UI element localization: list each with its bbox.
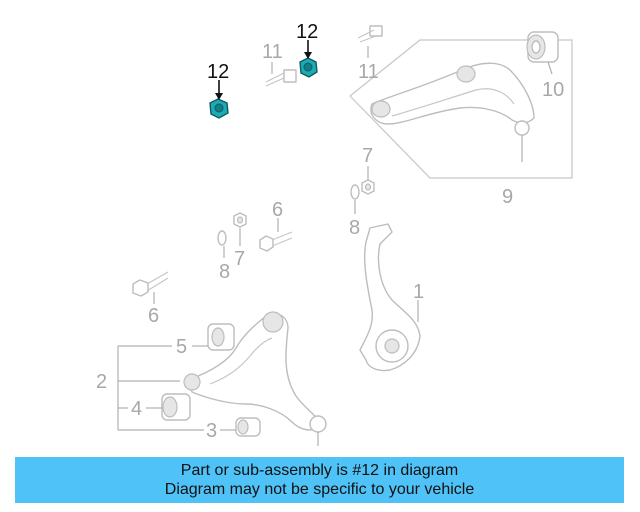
lower-control-arm-group: [183, 311, 327, 446]
callout-3: 3: [206, 420, 217, 442]
lower-control-arm: [187, 312, 321, 431]
banner-line-part-info: Part or sub-assembly is #12 in diagram: [180, 462, 459, 479]
washer-8-lower: [217, 230, 227, 258]
callout-10: 10: [542, 79, 564, 101]
info-banner: Part or sub-assembly is #12 in diagram D…: [15, 457, 624, 503]
callout-12-lower: 12: [207, 61, 229, 83]
bolt-6-lower: [132, 271, 169, 304]
callout-12-upper: 12: [296, 21, 318, 43]
callout-7-upper: 7: [362, 145, 373, 167]
nut-12-upper: [299, 57, 318, 78]
steering-knuckle: [359, 223, 421, 372]
upper-arm-bushing-front: [371, 100, 391, 118]
nut-7-upper: [361, 166, 375, 195]
upper-control-arm-group: [349, 39, 573, 179]
upper-arm-bushing-rear: [456, 65, 476, 83]
bushing-10: [526, 31, 559, 75]
callout-6-upper: 6: [272, 199, 283, 221]
callout-1: 1: [413, 281, 424, 303]
bushing-5: [207, 323, 235, 351]
lower-arm-bracket-lines: [117, 345, 236, 431]
callout-12-upper-arrowhead: [304, 52, 312, 59]
callout-11-lower: 11: [262, 41, 283, 63]
callout-4: 4: [131, 398, 142, 420]
nut-12-lower: [209, 98, 229, 119]
callout-6-lower: 6: [148, 305, 159, 327]
callout-2: 2: [96, 371, 107, 393]
bolt-11-lower: [265, 62, 297, 87]
callout-5: 5: [176, 336, 187, 358]
upper-arm-rib: [391, 88, 515, 117]
bushing-4: [161, 393, 191, 421]
bushing-3: [235, 417, 261, 437]
upper-arm-frame: [349, 39, 573, 179]
bolt-11-upper: [357, 25, 383, 58]
nut-7-lower: [233, 212, 247, 246]
upper-ball-joint: [514, 120, 530, 136]
bolt-6-upper: [259, 218, 293, 252]
callout-8-lower: 8: [219, 261, 230, 283]
callout-7-lower: 7: [234, 248, 245, 270]
callout-12-lower-arrowhead: [215, 93, 223, 100]
washer-8-upper: [350, 184, 360, 214]
callout-9: 9: [502, 186, 513, 208]
callout-8-upper: 8: [349, 217, 360, 239]
banner-line-disclaimer: Diagram may not be specific to your vehi…: [164, 481, 475, 498]
callout-11-upper: 11: [358, 61, 379, 83]
